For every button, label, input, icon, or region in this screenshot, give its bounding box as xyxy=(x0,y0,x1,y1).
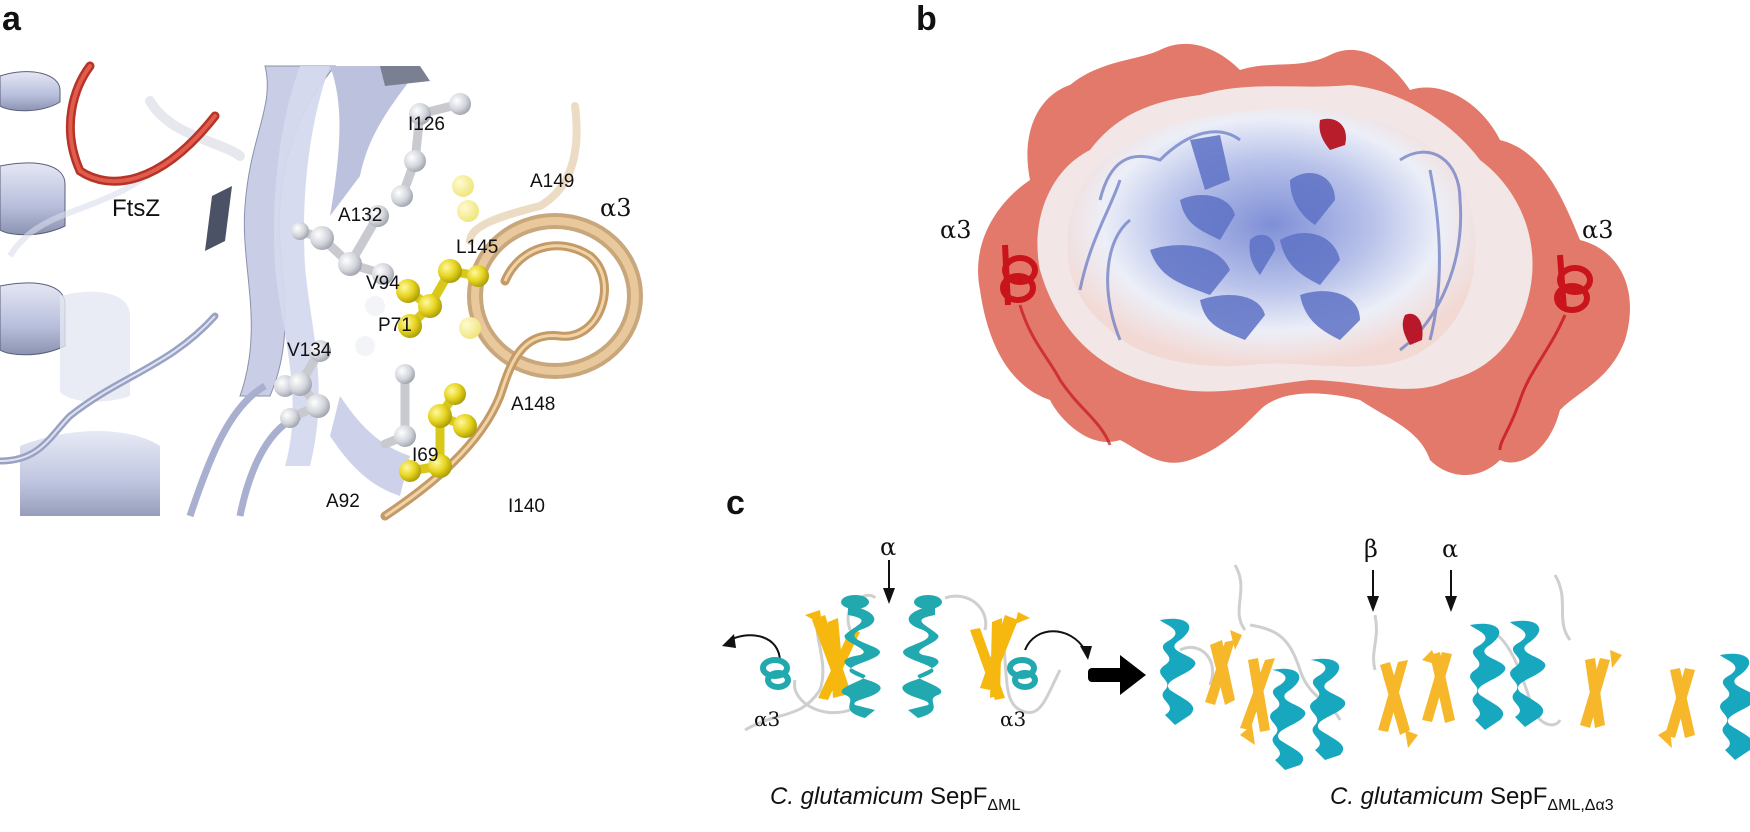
panel-a-structure xyxy=(0,61,643,521)
residue-label-I126: I126 xyxy=(408,114,445,135)
residue-label-I69: I69 xyxy=(412,445,439,466)
caption-sub-right: ΔML,Δα3 xyxy=(1547,797,1614,814)
caption-species-left: C. glutamicum xyxy=(770,783,924,810)
residue-label-A92: A92 xyxy=(326,491,360,512)
panel-c-alpha3-right-label: α3 xyxy=(1000,707,1027,731)
alpha3-helix xyxy=(380,102,643,521)
panel-b-alpha3-left xyxy=(1000,244,1112,446)
residue-label-L145: L145 xyxy=(456,237,499,258)
caption-protein-right: SepF xyxy=(1490,783,1548,810)
caption-species-right: C. glutamicum xyxy=(1330,783,1484,810)
panel-a-alpha3-label: α3 xyxy=(600,194,632,222)
residue-label-A132: A132 xyxy=(338,205,383,226)
panel-b-label: b xyxy=(916,0,937,38)
panel-c-label: c xyxy=(726,484,745,522)
ftsz-peptide xyxy=(65,61,220,186)
panel-b-alpha3-right xyxy=(1498,254,1593,451)
interface-alpha-label-left: α xyxy=(880,533,897,561)
panel-b-cartoon xyxy=(1150,135,1360,340)
panel-a-label: a xyxy=(2,0,21,38)
sepf-residue-atoms xyxy=(274,93,471,447)
residue-label-I140: I140 xyxy=(508,496,545,517)
residue-label-A149: A149 xyxy=(530,171,575,192)
interface-beta-label: β xyxy=(1364,535,1378,563)
residue-label-A148: A148 xyxy=(511,394,556,415)
transition-arrow-icon xyxy=(1088,655,1146,695)
residue-label-V94: V94 xyxy=(366,273,400,294)
caption-protein-left: SepF xyxy=(930,783,988,810)
caption-sepf-dml: C. glutamicum SepFΔML xyxy=(770,785,1020,814)
panel-b-alpha3-right-label: α3 xyxy=(1582,216,1614,244)
sepf-polymer-structure xyxy=(1160,564,1750,770)
ftsz-label: FtsZ xyxy=(112,195,160,222)
caption-sepf-dml-da3: C. glutamicum SepFΔML,Δα3 xyxy=(1330,785,1614,814)
panel-b-surface xyxy=(978,43,1630,475)
caption-sub-left: ΔML xyxy=(987,797,1021,814)
contact-residue-atoms xyxy=(396,175,489,482)
sepf-dimer-structure xyxy=(722,560,1092,732)
panel-c-alpha3-left-label: α3 xyxy=(754,707,781,731)
panel-b-alpha3-left-label: α3 xyxy=(940,216,972,244)
residue-label-P71: P71 xyxy=(378,315,412,336)
interface-alpha-label-right: α xyxy=(1442,535,1459,563)
residue-label-V134: V134 xyxy=(287,340,332,361)
sepf-helices-left xyxy=(0,71,160,516)
